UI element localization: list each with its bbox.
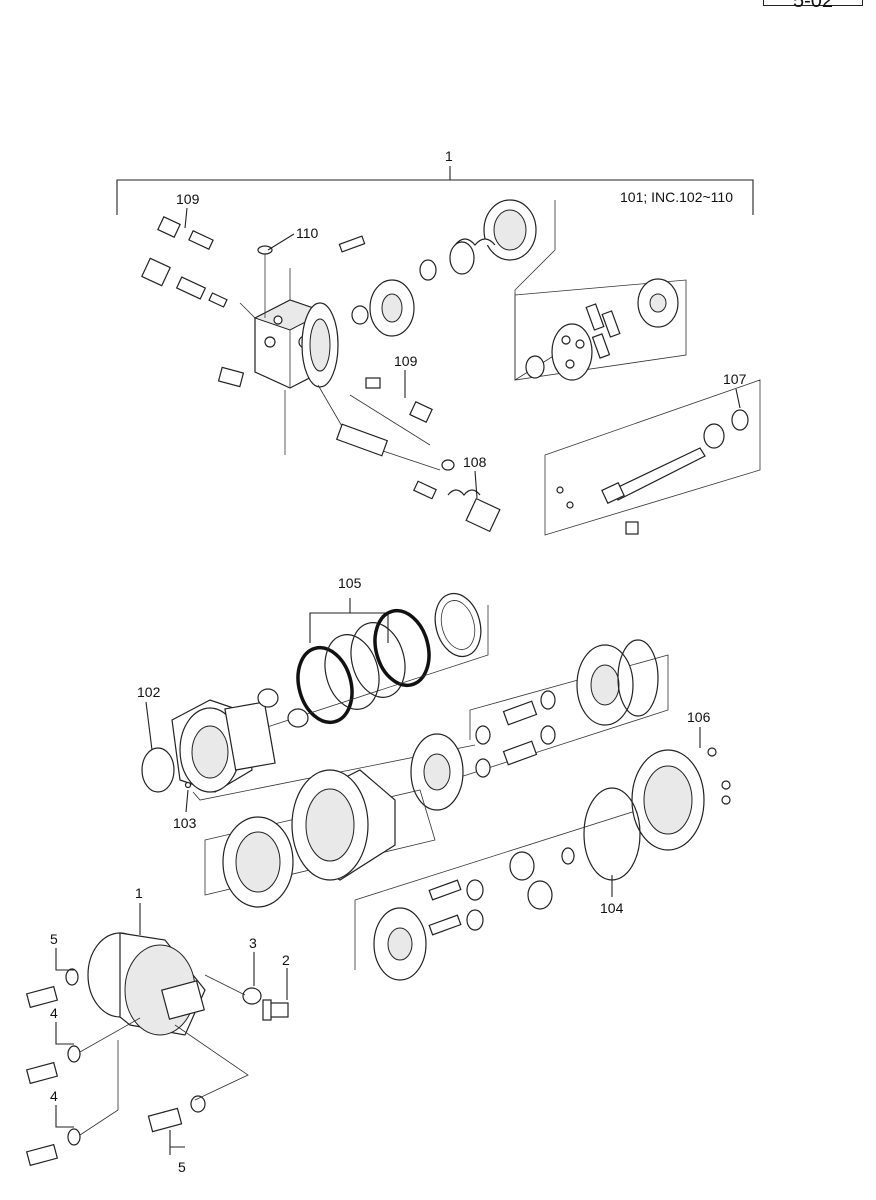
- callout-1: 1: [135, 885, 143, 901]
- seal-rings-105: [257, 592, 489, 731]
- fitting-set-5-bottom: [147, 1024, 249, 1155]
- planetary-stage-1: [410, 639, 669, 811]
- travel-motor-assembly: [87, 903, 206, 1036]
- callout-assembly: 1: [445, 148, 453, 164]
- callout-3: 3: [249, 935, 257, 951]
- motor-housing: [141, 688, 476, 801]
- callout-assembly-note: 101; INC.102~110: [620, 189, 733, 205]
- page-code-box: 5-02: [763, 0, 863, 12]
- callout-109-top: 109: [176, 191, 200, 207]
- callout-2: 2: [282, 952, 290, 968]
- valve-block-assembly: [141, 216, 339, 455]
- callout-105: 105: [338, 575, 362, 591]
- callout-106: 106: [687, 709, 711, 725]
- callout-103: 103: [173, 815, 197, 831]
- callout-4-mid: 4: [50, 1005, 58, 1021]
- callout-4-bottom: 4: [50, 1088, 58, 1104]
- callout-5-bottom: 5: [178, 1159, 186, 1175]
- spool-valve-parts: [317, 377, 501, 533]
- bearing-and-spring-set: [338, 199, 556, 381]
- callout-108: 108: [463, 454, 487, 470]
- carrier-and-drum: [354, 747, 731, 981]
- bolt-and-washer-2-3: [204, 952, 289, 1021]
- fitting-set-4-bottom: [25, 1040, 119, 1167]
- callout-109-mid: 109: [394, 353, 418, 369]
- shaft-group: [544, 379, 761, 536]
- cylinder-block-group: [514, 278, 687, 381]
- callout-110: 110: [296, 225, 319, 241]
- assembly-bracket: [116, 166, 754, 215]
- fitting-set-5-top: [25, 948, 79, 1009]
- page-code-text: 5-02: [792, 0, 834, 12]
- fitting-set-4-mid: [25, 1017, 141, 1085]
- ring-gear-housing: [204, 769, 436, 908]
- callout-102: 102: [137, 684, 161, 700]
- callout-5-top: 5: [50, 931, 58, 947]
- callout-107: 107: [723, 371, 747, 387]
- callout-104: 104: [600, 900, 624, 916]
